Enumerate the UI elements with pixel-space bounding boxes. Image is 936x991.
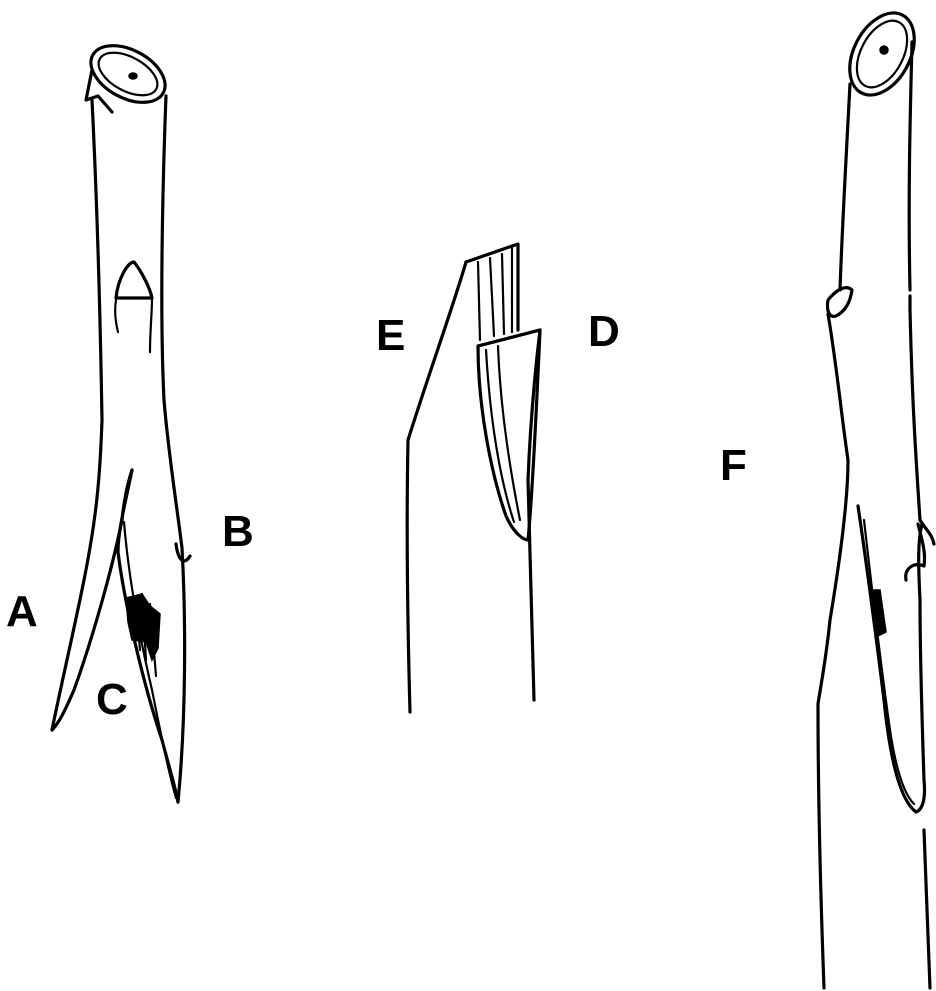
graft-scion-left — [840, 84, 850, 290]
graft-stock-left-lower — [818, 704, 824, 988]
scion-wedge-top-line — [478, 330, 540, 346]
label-b: B — [222, 507, 254, 556]
stock-top-cut-inner — [92, 44, 164, 104]
stock-pith — [129, 73, 137, 79]
stock-right-edge — [162, 96, 185, 802]
graft-stock-right-lower — [924, 830, 930, 988]
graft-scion-right — [909, 42, 912, 290]
graft-pith — [880, 46, 888, 54]
stock-bud — [116, 262, 152, 298]
label-a: A — [6, 587, 38, 636]
graft-upper-notch — [827, 288, 852, 317]
scion-left-edge — [407, 262, 466, 712]
graft-inserted-wedge-inner — [864, 520, 914, 804]
label-d: D — [588, 307, 620, 356]
cleft-c-inner — [124, 522, 176, 798]
graft-stock-left — [818, 314, 848, 704]
label-c: C — [96, 675, 128, 724]
label-f: F — [720, 441, 747, 490]
stock-left-edge — [52, 100, 102, 730]
graft-stock-right — [910, 310, 920, 520]
label-e: E — [376, 311, 405, 360]
graft-assembled — [818, 2, 934, 988]
stock-bud-scar — [115, 298, 152, 352]
scion-wedge-inner — [486, 346, 520, 522]
stock-top-cut-end — [81, 34, 174, 114]
scion — [407, 244, 540, 712]
scion-top-cut-grain — [478, 248, 512, 340]
